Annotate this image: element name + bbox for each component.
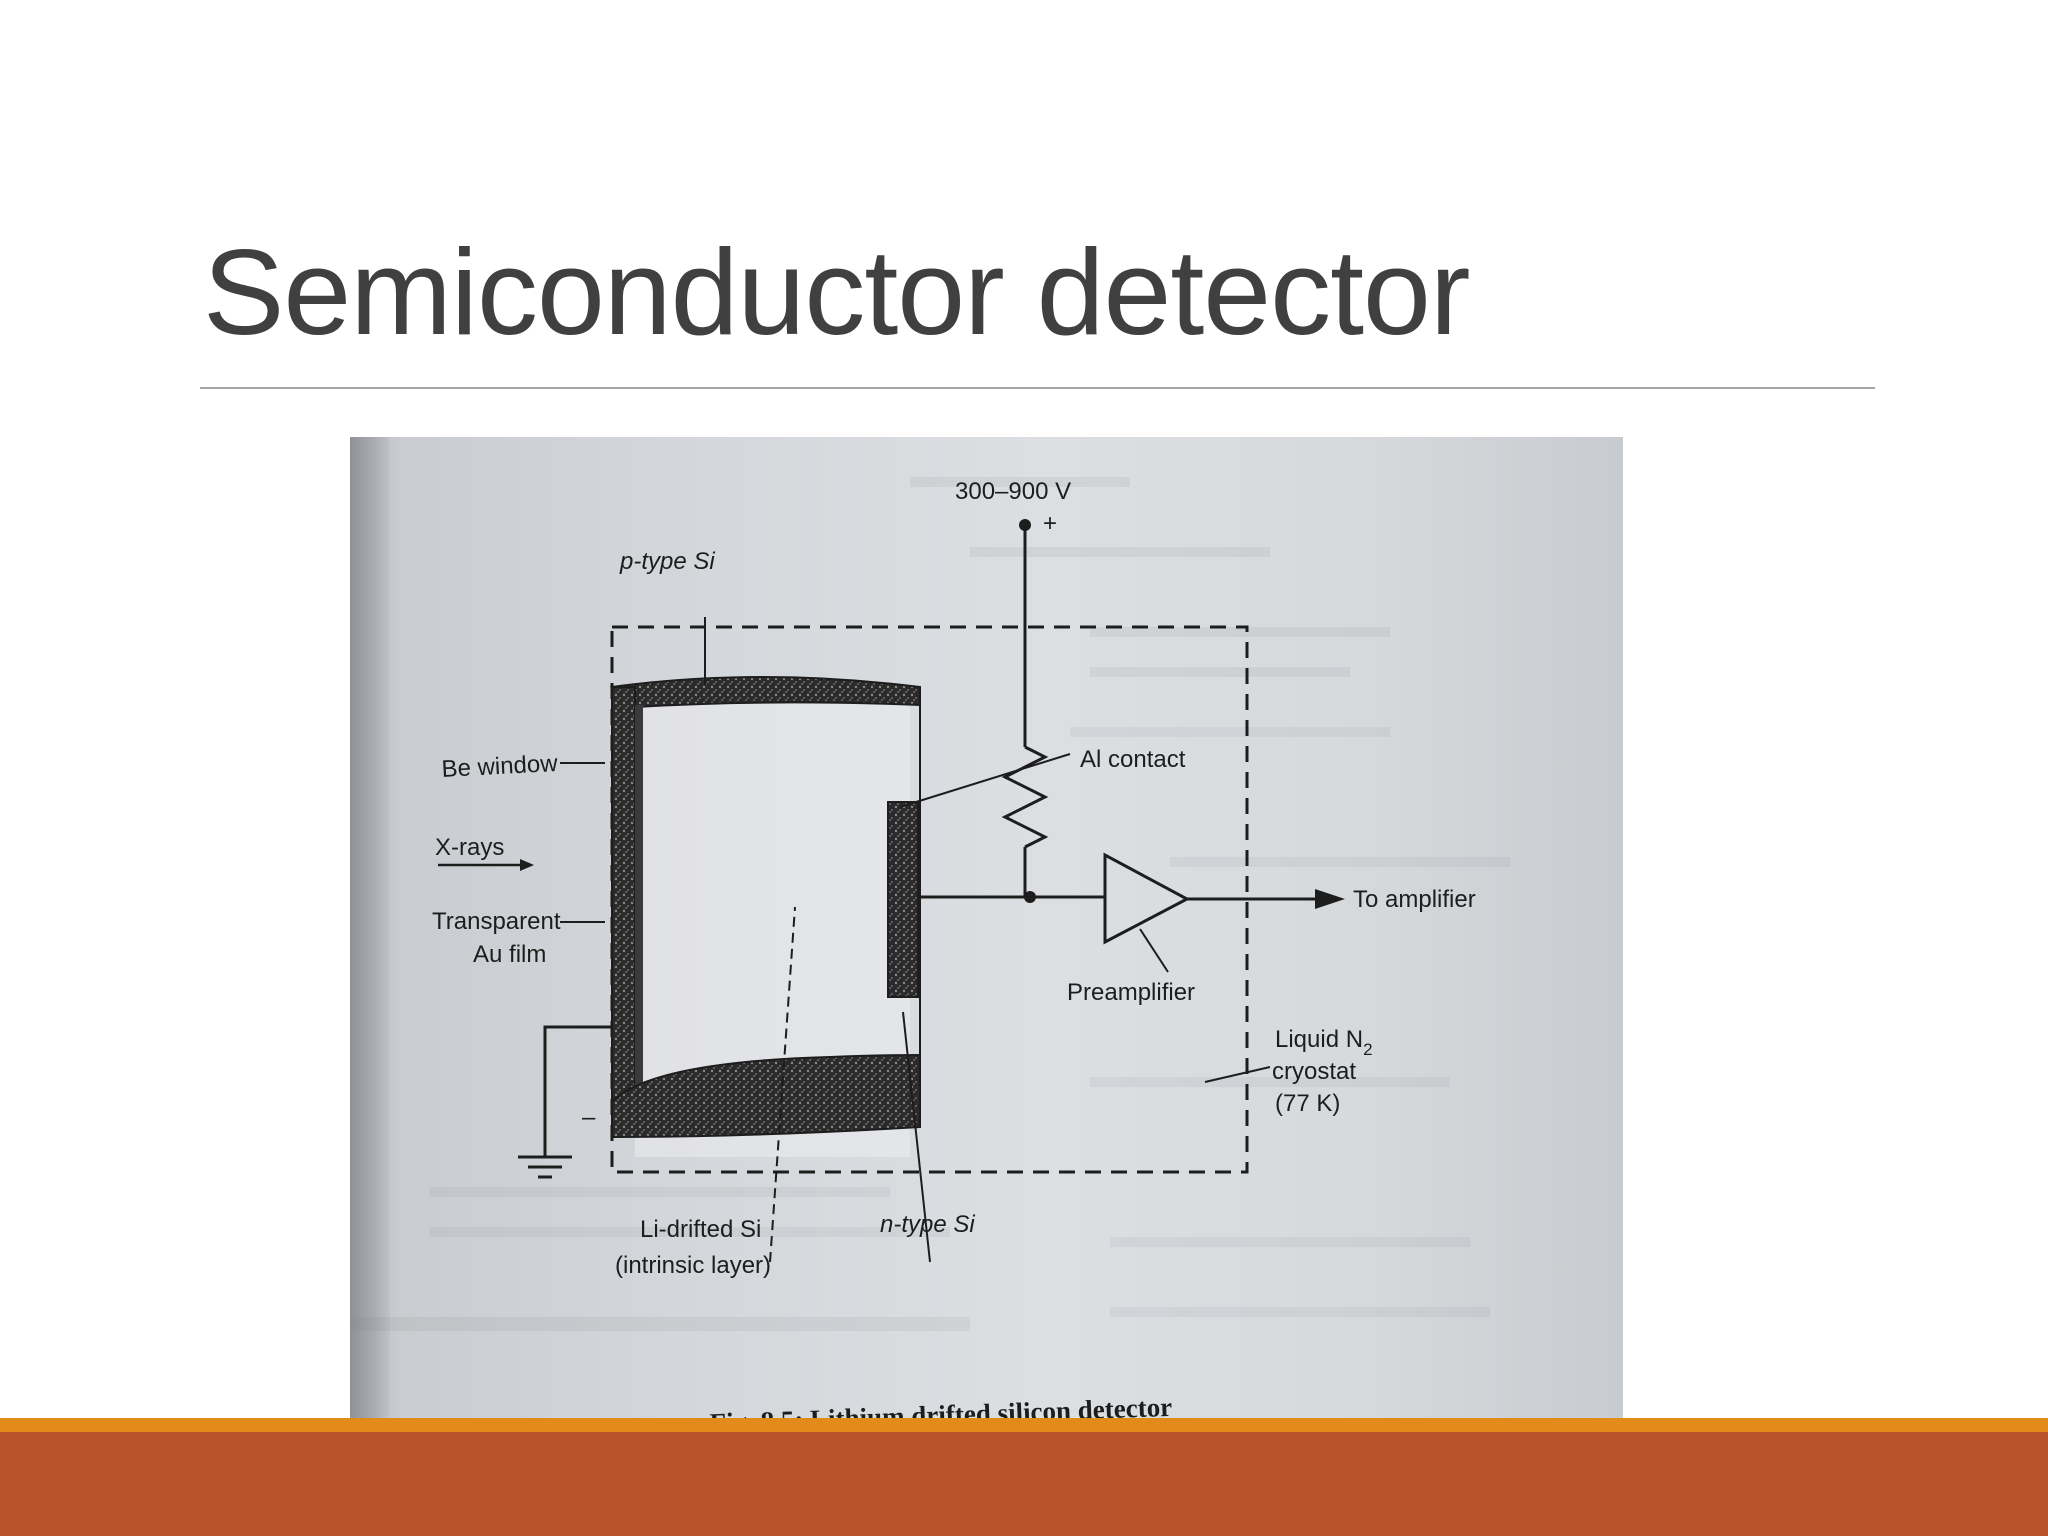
p-type-label: p-type Si: [619, 548, 715, 575]
footer-accent-stripe: [0, 1418, 2048, 1432]
to-amplifier-label: To amplifier: [1353, 886, 1476, 913]
detector-interior: [635, 693, 910, 1157]
book-spine-shadow: [350, 437, 390, 1453]
page-show-through: [350, 477, 1510, 1331]
plus-sign: +: [1043, 510, 1057, 537]
liquid-n2-label: Liquid N2: [1275, 1026, 1373, 1059]
xrays-label: X-rays: [435, 834, 504, 861]
voltage-label: 300–900 V: [955, 478, 1071, 505]
n-type-leader: [902, 1011, 931, 1263]
al-contact-label: Al contact: [1080, 746, 1186, 773]
intrinsic-layer-label: (intrinsic layer): [615, 1252, 771, 1279]
preamplifier-leader: [1139, 928, 1169, 973]
bias-resistor: [1001, 745, 1049, 849]
detector-diagram: 300–900 V + – p-type Si Al contact Be wi…: [350, 477, 1510, 1438]
be-window-label: Be window: [441, 750, 559, 783]
diagram-photo: 300–900 V + – p-type Si Al contact Be wi…: [350, 437, 1623, 1453]
transparent-label: Transparent: [432, 908, 561, 935]
cryostat-leader: [1204, 1066, 1271, 1083]
preamplifier-symbol: [1103, 852, 1191, 945]
signal-junction: [1024, 891, 1036, 903]
be-window-layer: [611, 686, 636, 1128]
li-drifted-leader: [769, 906, 796, 1263]
n-type-electrode: [887, 801, 919, 998]
temperature-label: (77 K): [1275, 1090, 1340, 1117]
al-contact-leader: [899, 753, 1071, 808]
p-type-top-layer: [609, 676, 921, 709]
cryostat-label: cryostat: [1272, 1058, 1356, 1085]
li-drifted-label: Li-drifted Si: [640, 1216, 761, 1243]
au-film-layer: [635, 705, 643, 1125]
n-type-label: n-type Si: [880, 1211, 975, 1238]
preamplifier-label: Preamplifier: [1067, 979, 1195, 1006]
ground-wire: [543, 1025, 612, 1157]
slide-title: Semiconductor detector: [203, 224, 1470, 360]
title-divider: [200, 387, 1875, 389]
footer-bar: [0, 1432, 2048, 1536]
output-arrow: [1315, 889, 1345, 909]
minus-sign: –: [582, 1104, 596, 1131]
au-film-label: Au film: [473, 941, 546, 968]
p-type-bottom-layer: [611, 1053, 921, 1139]
xray-arrow-head: [520, 859, 534, 871]
